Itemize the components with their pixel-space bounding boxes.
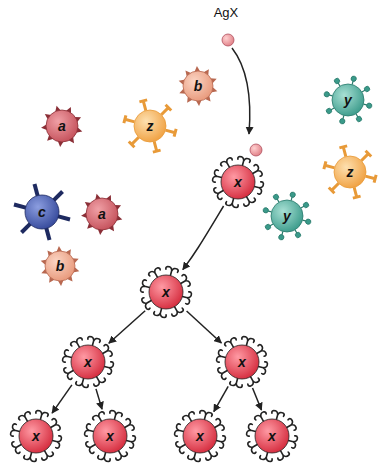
cell-node: z [334, 156, 366, 188]
receptor [339, 115, 346, 125]
cell-body [334, 156, 366, 188]
cell-node: z [134, 110, 166, 142]
antigen [222, 34, 234, 46]
division-arrow [214, 386, 228, 411]
knob [324, 91, 330, 97]
cell-body [183, 419, 217, 453]
knob [355, 116, 362, 123]
cell-body [93, 419, 127, 453]
cell-letter: x [234, 175, 242, 189]
receptor [324, 91, 334, 98]
division-arrow [183, 206, 224, 270]
cell-node: x [221, 165, 255, 199]
division-arrow [253, 388, 262, 410]
knob [264, 223, 271, 230]
knob [294, 232, 301, 239]
cell-body [86, 198, 118, 230]
receptor [289, 192, 296, 202]
knob [305, 219, 311, 225]
knob [303, 201, 310, 208]
division-arrow [187, 311, 222, 343]
cell-body [71, 345, 105, 379]
knob [333, 77, 340, 84]
cell-letter: x [238, 355, 246, 369]
cell-node: x [149, 275, 183, 309]
cell-letter: y [283, 209, 291, 223]
receptor [302, 218, 312, 225]
cell-letter: b [194, 79, 203, 93]
cell-letter: a [58, 119, 66, 133]
cell-body [134, 110, 166, 142]
bound-antigen [250, 144, 262, 156]
cell-node: a [46, 110, 78, 142]
knob [351, 76, 357, 82]
cell-node: y [271, 200, 303, 232]
cell-body [255, 419, 289, 453]
cell-node: c [25, 195, 59, 229]
cell-body [19, 419, 53, 453]
cell-node: x [71, 345, 105, 379]
cell-body [46, 110, 78, 142]
division-arrow [96, 389, 102, 409]
receptor [278, 231, 285, 241]
cell-node: b [183, 71, 213, 101]
knob [272, 193, 279, 200]
cell-body [183, 71, 213, 101]
binding-arrow [232, 48, 250, 134]
cell-letter: x [106, 429, 114, 443]
cell-letter: x [196, 429, 204, 443]
cell-body [221, 165, 255, 199]
receptor [363, 102, 373, 109]
knob [325, 107, 332, 114]
cell-letter: y [344, 93, 352, 107]
cell-letter: x [162, 285, 170, 299]
knob [364, 85, 371, 92]
cell-letter: x [84, 355, 92, 369]
cell-node: y [332, 84, 364, 116]
cell-letter: c [38, 205, 46, 219]
knob [366, 103, 372, 109]
cell-node: x [93, 419, 127, 453]
receptor [350, 76, 357, 86]
cell-body [45, 251, 75, 281]
cell-letter: x [32, 429, 40, 443]
knob [290, 192, 296, 198]
knob [278, 234, 284, 240]
antigen-label: AgX [214, 5, 239, 20]
cell-letter: z [347, 165, 354, 179]
cell-node: a [86, 198, 118, 230]
cell-body [25, 195, 59, 229]
cell-node: x [255, 419, 289, 453]
division-arrow [109, 311, 145, 344]
knob [339, 118, 345, 124]
cell-node: x [183, 419, 217, 453]
cell-letter: a [98, 207, 106, 221]
cell-node: b [45, 251, 75, 281]
cell-letter: z [147, 119, 154, 133]
cell-body [225, 345, 259, 379]
cell-node: x [225, 345, 259, 379]
cell-body [332, 84, 364, 116]
cell-body [149, 275, 183, 309]
cell-node: x [19, 419, 53, 453]
cell-letter: x [268, 429, 276, 443]
knob [263, 207, 269, 213]
division-arrow [52, 385, 72, 413]
receptor [263, 207, 273, 214]
cell-body [271, 200, 303, 232]
cell-letter: b [56, 259, 65, 273]
